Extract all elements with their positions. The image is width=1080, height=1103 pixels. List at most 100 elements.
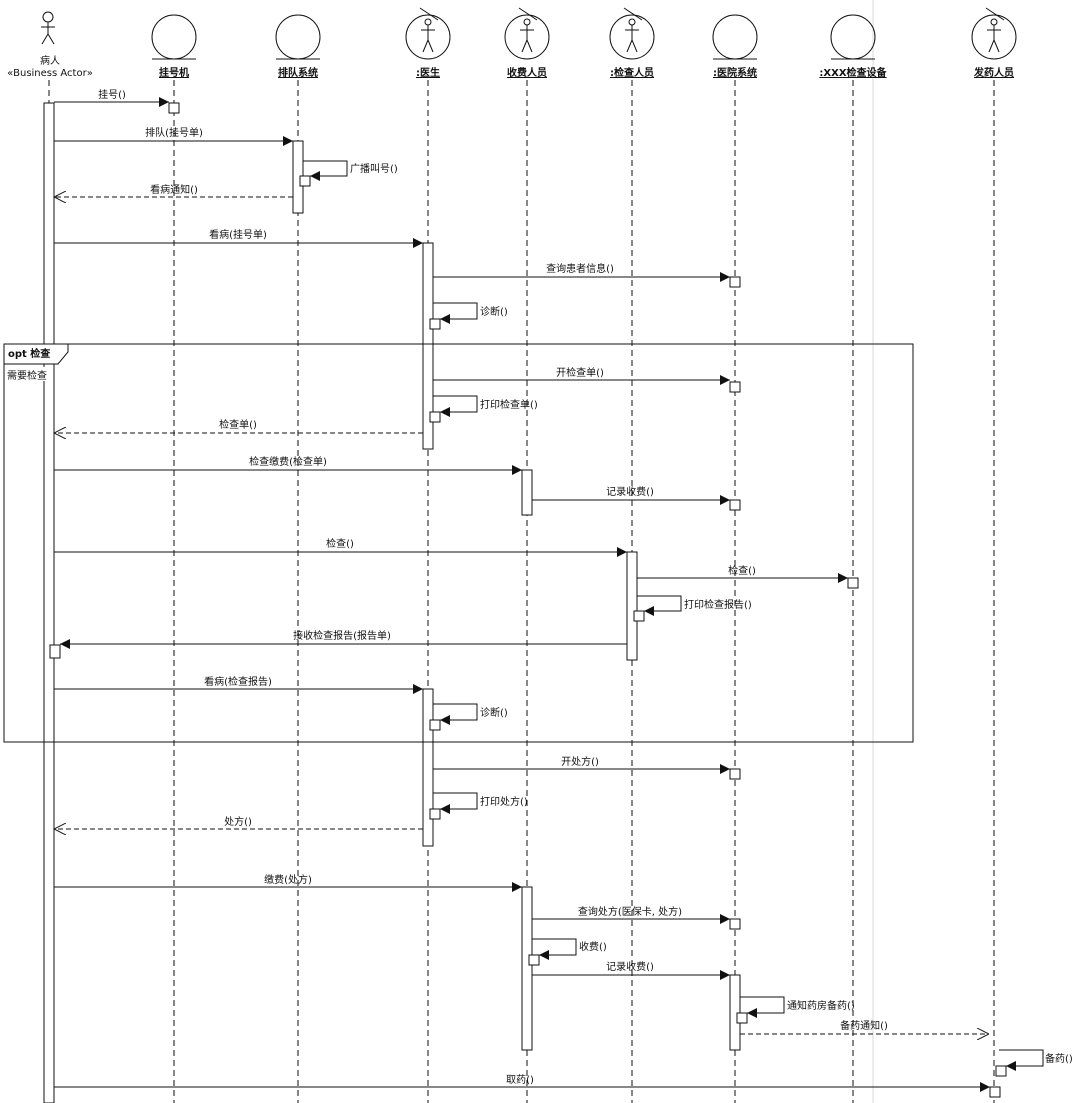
activation-bar xyxy=(43,102,55,1103)
business-worker-icon xyxy=(971,7,1017,60)
message-arrow xyxy=(999,1049,1044,1071)
fragment-operator: opt 检查 xyxy=(8,347,51,360)
exec-box xyxy=(995,1065,1007,1077)
exec-box xyxy=(429,318,441,330)
message-label: 开检查单() xyxy=(556,366,604,379)
message-label: 记录收费() xyxy=(606,960,654,973)
fragment-tab xyxy=(3,343,69,365)
message-label: 备药通知() xyxy=(840,1019,888,1032)
message-label: 检查() xyxy=(728,564,756,577)
message-label: 检查单() xyxy=(219,418,257,431)
participant-label: 排队系统 xyxy=(278,66,318,79)
exec-boxes xyxy=(49,102,1007,1098)
message-label: 备药() xyxy=(1045,1052,1073,1065)
message-label: 排队(挂号单) xyxy=(145,126,203,139)
participant-yiyuan: :医院系统 xyxy=(712,14,758,79)
exec-box xyxy=(429,411,441,423)
exec-box xyxy=(729,918,741,930)
exec-box xyxy=(168,102,180,114)
message-arrow xyxy=(303,160,348,181)
opt-fragment: opt 检查 需要检查 xyxy=(3,343,914,743)
participant-guahaoji: 挂号机 xyxy=(151,14,197,79)
activation-bar xyxy=(422,242,434,450)
message-arrow xyxy=(433,792,478,814)
lifelines xyxy=(48,80,995,1103)
message-arrow xyxy=(740,996,785,1018)
participant-yisheng: :医生 xyxy=(405,7,451,79)
message-label: 收费() xyxy=(579,940,607,953)
exec-box xyxy=(299,175,311,187)
message-label: 查询处方(医保卡, 处方) xyxy=(578,905,682,918)
participant-label: 挂号机 xyxy=(159,66,189,79)
activation-bar xyxy=(521,886,533,1051)
activation-bar xyxy=(626,551,638,661)
activation-bar xyxy=(521,469,533,516)
message-arrow xyxy=(637,595,682,616)
exec-box xyxy=(49,644,61,659)
participant-label: :检查人员 xyxy=(610,66,654,79)
message-label: 诊断() xyxy=(480,706,508,719)
exec-box xyxy=(528,954,540,966)
participant-shebei: :XXX检查设备 xyxy=(819,14,888,79)
entity-icon xyxy=(712,14,758,60)
message-arrow xyxy=(433,302,478,324)
exec-box xyxy=(729,499,741,511)
entity-icon xyxy=(151,14,197,60)
entity-icon xyxy=(830,14,876,60)
exec-box xyxy=(729,768,741,780)
message-label: 打印检查单() xyxy=(480,398,538,411)
actor-patient: 病人 «Business Actor» xyxy=(7,11,93,79)
participant-jiancha: :检查人员 xyxy=(609,7,655,79)
exec-box xyxy=(429,719,441,731)
exec-box xyxy=(729,276,741,288)
message-label: 通知药房备药() xyxy=(787,999,855,1012)
message-label: 接收检查报告(报告单) xyxy=(293,629,391,642)
message-label: 诊断() xyxy=(480,305,508,318)
message-label: 打印处方() xyxy=(480,795,528,808)
message-label: 挂号() xyxy=(98,88,126,101)
message-label: 记录收费() xyxy=(606,485,654,498)
message-label: 开处方() xyxy=(561,755,599,768)
exec-box xyxy=(989,1086,1001,1098)
actor-stereotype: «Business Actor» xyxy=(7,68,93,79)
message-label: 缴费(处方) xyxy=(264,873,312,886)
participant-label: 收费人员 xyxy=(507,66,547,79)
message-label: 检查缴费(检查单) xyxy=(249,455,327,468)
activation-bar xyxy=(422,688,434,847)
exec-box xyxy=(633,610,645,622)
participant-label: 发药人员 xyxy=(973,66,1014,79)
exec-box xyxy=(736,1012,748,1024)
activations xyxy=(43,102,741,1103)
business-worker-icon xyxy=(609,7,655,60)
participant-label: :医院系统 xyxy=(713,66,757,79)
entity-icon xyxy=(275,14,321,60)
message-label: 取药() xyxy=(506,1074,534,1086)
message-label: 处方() xyxy=(224,815,252,828)
message-label: 检查() xyxy=(326,537,354,550)
message-label: 看病(挂号单) xyxy=(209,228,267,241)
fragment-frame xyxy=(3,343,914,743)
message-label: 广播叫号() xyxy=(350,162,398,175)
message-label: 打印检查报告() xyxy=(684,598,752,611)
exec-box xyxy=(847,577,859,589)
message-label: 看病通知() xyxy=(150,183,198,196)
business-worker-icon xyxy=(504,7,550,60)
participant-fayao: 发药人员 xyxy=(971,7,1017,79)
message-arrow xyxy=(433,703,478,725)
messages xyxy=(54,97,1044,1092)
exec-box xyxy=(729,381,741,393)
message-arrow xyxy=(532,938,577,960)
business-worker-icon xyxy=(405,7,451,60)
participant-label: :医生 xyxy=(416,66,440,79)
message-arrow xyxy=(433,395,478,417)
exec-box xyxy=(429,808,441,820)
stick-figure-icon xyxy=(41,11,55,45)
message-label: 看病(检查报告) xyxy=(204,675,272,688)
participant-shoufei: 收费人员 xyxy=(504,7,550,79)
message-labels: 挂号() 排队(挂号单) 广播叫号() 看病通知() 看病(挂号单) 查询患者信… xyxy=(98,88,1073,1086)
participant-label: :XXX检查设备 xyxy=(819,66,887,79)
participant-paidui: 排队系统 xyxy=(275,14,321,79)
actor-name: 病人 xyxy=(40,54,60,67)
fragment-guard: 需要检查 xyxy=(7,369,47,382)
